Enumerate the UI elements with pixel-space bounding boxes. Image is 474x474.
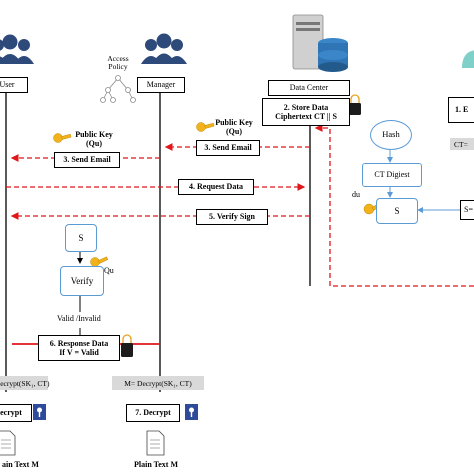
access-policy-label: Access Policy — [107, 54, 129, 72]
blue-key-icon — [33, 404, 46, 420]
document-icon — [146, 430, 165, 456]
lock-icon — [349, 94, 361, 115]
verify-sign-box: 5. Verify Sign — [196, 209, 268, 225]
signature-s-node: S — [65, 224, 97, 252]
manager-actor-box: Manager — [137, 77, 185, 93]
cloud-icon-partial — [462, 50, 474, 68]
ct-output-box: CT= — [450, 138, 474, 150]
response-data-label: 6. Response Data — [49, 338, 109, 348]
request-data-box: 4. Request Data — [178, 179, 254, 195]
ct-digest-node: CT Digiest — [362, 163, 422, 187]
document-icon — [0, 430, 16, 456]
manager-decrypt-box: 7. Decrypt — [126, 404, 180, 422]
manager-decrypt-formula: M= Decrypt(SK₁, CT) — [112, 376, 204, 390]
send-email-box: 3. Send Email — [54, 152, 120, 168]
store-data-box: 2. Store Data Ciphertext CT || S — [262, 98, 350, 126]
user-plaintext-label: ain Text M — [2, 460, 39, 469]
s-output-box: S= — [460, 200, 474, 220]
response-condition-label: If V = Valid — [59, 348, 99, 357]
send-email-box: 3. Send Email — [196, 140, 260, 156]
user-decrypt-box: ecrypt — [0, 404, 32, 422]
blue-key-icon — [185, 404, 198, 420]
hash-node: Hash — [370, 120, 412, 150]
user-decrypt-formula: =Decrypt(SK₁, CT) — [0, 376, 49, 390]
access-policy-tree-icon — [100, 75, 136, 103]
key-icon — [196, 122, 215, 132]
user-group-icon — [0, 34, 34, 64]
key-icon — [53, 133, 72, 143]
user-actor-box: User — [0, 77, 28, 93]
public-key-label: Public Key (Qu) — [75, 130, 113, 148]
ciphertext-label: Ciphertext CT || S — [275, 112, 337, 121]
datacenter-actor-box: Data Center — [268, 80, 350, 96]
verify-result-label: Valid /Invalid — [57, 314, 101, 323]
qu-label: Qu — [104, 266, 114, 275]
encrypt-box: 1. E — [448, 97, 474, 123]
lock-icon — [121, 334, 133, 357]
sign-return-arrow — [314, 124, 474, 287]
signature-s-node: S — [376, 198, 418, 224]
verify-node: Verify — [60, 266, 104, 296]
manager-plaintext-label: Plain Text M — [134, 460, 179, 469]
store-data-label: 2. Store Data — [283, 102, 329, 112]
public-key-label: Public Key (Qu) — [215, 118, 253, 136]
du-label: du — [352, 190, 360, 199]
response-data-box: 6. Response Data If V = Valid — [38, 335, 120, 361]
server-database-icon — [292, 14, 348, 72]
manager-group-icon — [141, 33, 187, 64]
